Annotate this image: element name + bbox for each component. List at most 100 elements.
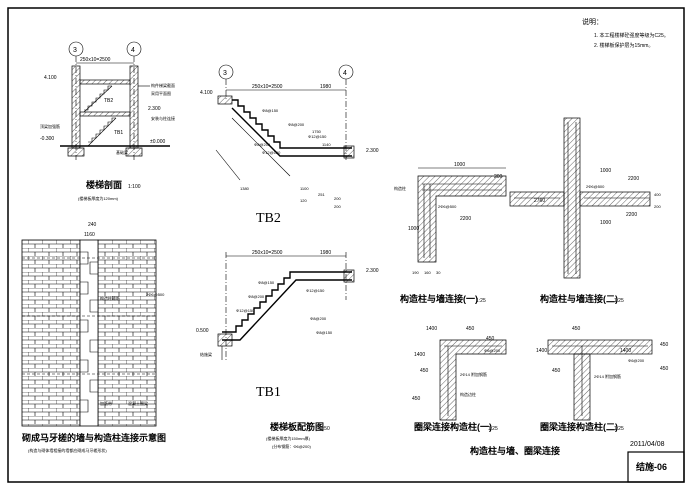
- bc1-dim-1: 1400: [426, 326, 437, 332]
- tb1-dim-1: 250x10=2500: [252, 250, 283, 256]
- stair-title-block: 楼梯板配筋图 1:50 (楼梯板厚度为150mm厚) (分布钢筋：Φ6@200): [266, 421, 330, 449]
- tb2-dim-low-2: 1140: [322, 142, 331, 147]
- tie-column: [79, 239, 99, 427]
- wall-sub: (构造与砌体墙相接的墙都应砌成马牙槎形状): [28, 447, 107, 453]
- tb1-level-right: 2.300: [366, 268, 379, 274]
- tb2-rebar-5: Φ12@150: [262, 150, 281, 155]
- wall-title: 砌成马牙槎的墙与构造柱连接示意图: [21, 432, 166, 443]
- tb2-dim-low-3: 1380: [240, 186, 250, 191]
- bc1-rebar: Φ6@200: [484, 348, 501, 353]
- wc2-dim-5: 2760: [534, 198, 545, 204]
- wall-label-1: 构造柱箍筋: [100, 295, 120, 301]
- notes: 说明： 1. 本工程楼梯砼强度等级为C25。 2. 楼梯板保护层为15mm。: [582, 17, 669, 49]
- bc2-note: 2Φ14 附加钢筋: [594, 373, 621, 379]
- tb2-dim-low-7: 200: [334, 196, 341, 201]
- tb1-level-left: 0.500: [196, 328, 209, 334]
- wc2-title: 构造柱与墙连接(二): [540, 293, 618, 304]
- tb2-axis-3: 3: [223, 70, 227, 77]
- section-sub: (楼梯板厚度为120mm): [78, 195, 119, 201]
- bc2-title: 圈梁连接构造柱(二): [540, 421, 618, 432]
- section-note-1: 构件梯梁截面: [151, 82, 175, 88]
- section-note-4: 顶梁加强筋: [40, 123, 60, 129]
- tb2-dim-low-4: 1100: [300, 186, 309, 191]
- bc1-scale: 1:25: [488, 426, 498, 432]
- wc2-scale: 1:25: [614, 298, 624, 304]
- bc1-dim-3: 450: [486, 336, 495, 342]
- section-note-2: 采用平面图: [151, 90, 171, 96]
- wall-dim-sub: 1160: [84, 232, 95, 238]
- level-2300: 2.300: [148, 106, 161, 112]
- section-wall-right: [129, 65, 139, 149]
- section-scale: 1:100: [128, 184, 141, 190]
- wall-conn-2: 1000 2200 1000 2200 2760 400 200 2Φ6@500…: [509, 117, 661, 304]
- tb2-rebar-4: Φ8@200: [254, 142, 271, 147]
- wc2-dim-3: 1000: [600, 220, 611, 226]
- stair-section: 3 4 250x10=2500 4.100 2.300 ±0.000 -0.30…: [40, 41, 175, 201]
- wc2-dim-4: 2200: [626, 212, 637, 218]
- wall-conn-1: 1000 200 2Φ6@500 构造柱 2200 1000 190 160 3…: [394, 162, 507, 304]
- tb2-rebar-1: Φ8@150: [262, 108, 279, 113]
- tb1-detail: 250x10=2500 1980 2.300 0.500 Φ8@150 Φ12@…: [196, 250, 379, 400]
- section-tb1: TB1: [114, 130, 123, 136]
- tb2-name: TB2: [256, 211, 281, 226]
- title-block: [627, 451, 685, 483]
- level-0000: ±0.000: [150, 139, 165, 145]
- sheet-number: 结施-06: [636, 461, 667, 472]
- tb1-name: TB1: [256, 385, 281, 400]
- wc2-dim-7: 200: [654, 204, 661, 209]
- section-note-3: 安装与柱连接: [151, 115, 175, 121]
- wall-label-3: 混凝土圈梁: [128, 400, 148, 406]
- section-dim-top: 250x10=2500: [80, 57, 111, 63]
- stair-sub: (楼梯板厚度为150mm厚): [266, 435, 311, 441]
- wall-rebar: 2Φ6@500: [146, 292, 165, 297]
- beam-conn-2: 450 1400 1400 450 450 450 Φ6@200 2Φ14 附加…: [536, 326, 669, 432]
- wc1-scale: 1:25: [476, 298, 486, 304]
- tb1-dim-2: 1980: [320, 250, 331, 256]
- wc2-dim-6: 400: [654, 192, 661, 197]
- stair-title: 楼梯板配筋图: [270, 421, 324, 432]
- section-tb2: TB2: [104, 98, 113, 104]
- wc2-dim-1: 1000: [600, 168, 611, 174]
- bc2-dim-6: 450: [552, 368, 561, 374]
- wc1-dim-3: 2200: [460, 216, 471, 222]
- wall-dim-top: 240: [88, 222, 97, 228]
- outer-border: [7, 7, 685, 483]
- axis-4-label: 4: [131, 47, 135, 54]
- axis-3-label: 3: [73, 47, 77, 54]
- bc1-dim-2: 450: [466, 326, 475, 332]
- level-neg: -0.300: [40, 136, 54, 142]
- bc1-dim-4: 1400: [414, 352, 425, 358]
- wc2-rebar: 2Φ6@500: [586, 184, 605, 189]
- tb2-detail: 3 4 250x10=2500 1980 4.100 2.300 Φ8@150 …: [200, 64, 379, 226]
- section-title: 楼梯剖面: [86, 179, 122, 190]
- tb1-rebar-2: Φ12@150: [306, 288, 325, 293]
- wc2-dim-2: 2200: [628, 176, 639, 182]
- level-4100: 4.100: [44, 75, 57, 81]
- bc2-dim-2: 1400: [536, 348, 547, 354]
- bc1-note: 2Φ14 附加钢筋: [460, 371, 487, 377]
- wc1-dim-1: 1000: [454, 162, 465, 168]
- wc1-dim-7: 30: [436, 270, 441, 275]
- tb2-rebar-2: Φ8@200: [288, 122, 305, 127]
- tb2-dim-low-5: 251: [318, 192, 325, 197]
- bc1-title: 圈梁连接构造柱(一): [414, 421, 492, 432]
- tb2-dim-low-1: 1750: [312, 129, 322, 134]
- notes-heading: 说明：: [582, 17, 603, 26]
- brick-wall-left: [21, 239, 81, 427]
- tb1-rebar-6: Φ8@150: [316, 330, 333, 335]
- tb1-base-label: 结施梁: [200, 351, 212, 357]
- tb2-level-top: 4.100: [200, 90, 213, 96]
- beam-conn-1: 1400 450 450 1400 450 450 Φ6@200 2Φ14 附加…: [412, 326, 507, 432]
- bc2-dim-1: 450: [572, 326, 581, 332]
- bc2-dim-4: 450: [660, 342, 669, 348]
- tb1-rebar-3: Φ8@200: [248, 294, 265, 299]
- tb2-rebar-3: Φ12@150: [308, 134, 327, 139]
- note-1: 1. 本工程楼梯砼强度等级为C25。: [594, 32, 669, 39]
- brick-wall-right: [97, 239, 157, 427]
- tb2-dim-1: 250x10=2500: [252, 84, 283, 90]
- tb2-level-right: 2.300: [366, 148, 379, 154]
- tb2-dim-low-8: 200: [334, 204, 341, 209]
- tb2-dim-2: 1980: [320, 84, 331, 90]
- wc1-dim-5: 190: [412, 270, 419, 275]
- wc1-dim-6: 160: [424, 270, 431, 275]
